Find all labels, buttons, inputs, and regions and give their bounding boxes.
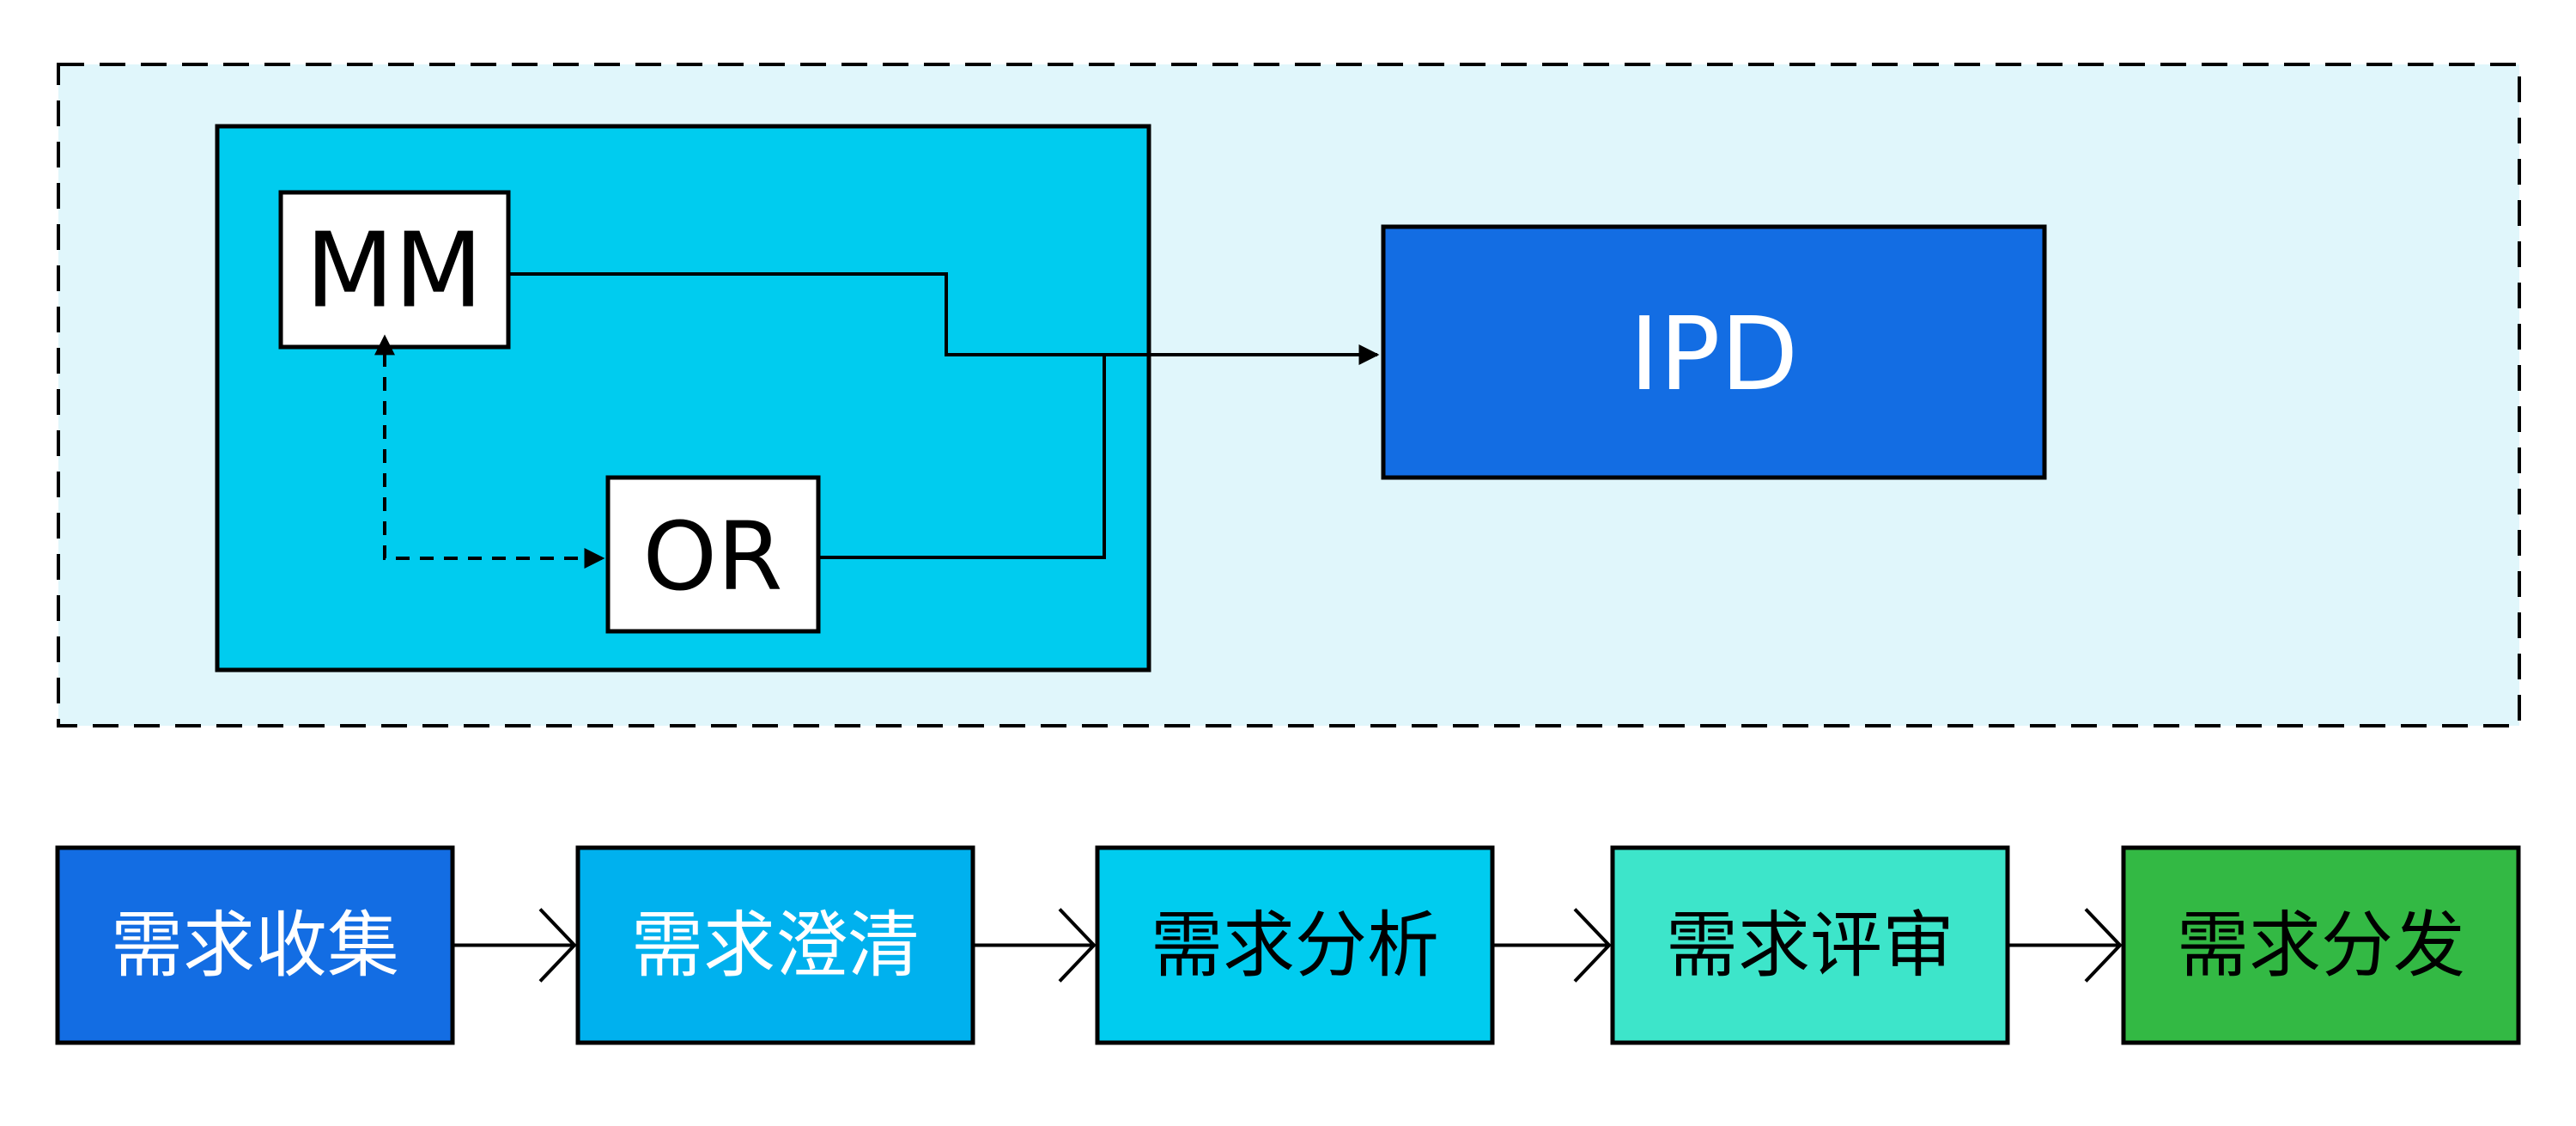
ipd-label: IPD bbox=[1630, 295, 1799, 413]
mm-label: MM bbox=[305, 212, 483, 332]
process-arrow-head bbox=[1573, 908, 1612, 983]
process-step-1: 需求收集 bbox=[55, 845, 455, 1045]
process-arrow-head bbox=[538, 908, 577, 983]
process-step-2: 需求澄清 bbox=[575, 845, 975, 1045]
process-step-box bbox=[575, 845, 975, 1045]
process-arrow-1 bbox=[453, 908, 577, 983]
process-step-box bbox=[55, 845, 455, 1045]
process-arrow-2 bbox=[973, 908, 1097, 983]
process-step-box bbox=[1095, 845, 1495, 1045]
process-chain: 需求收集 需求澄清 需求分析 需求评审 需求分发 bbox=[55, 845, 2521, 1045]
or-node: OR bbox=[605, 475, 821, 634]
process-step-5: 需求分发 bbox=[2121, 845, 2521, 1045]
or-box bbox=[605, 475, 821, 634]
or-to-ipd-connector bbox=[818, 355, 1106, 559]
process-step-label: 需求分析 bbox=[1151, 904, 1439, 988]
process-arrow-3 bbox=[1492, 908, 1612, 983]
process-arrow-head bbox=[2084, 908, 2123, 983]
process-arrow-head bbox=[1058, 908, 1097, 983]
mm-box bbox=[278, 190, 511, 350]
mm-to-ipd-connector bbox=[508, 272, 1380, 365]
process-arrow-4 bbox=[2008, 908, 2123, 983]
process-step-3: 需求分析 bbox=[1095, 845, 1495, 1045]
process-step-label: 需求分发 bbox=[2177, 904, 2465, 988]
process-step-label: 需求评审 bbox=[1666, 904, 1954, 988]
process-step-box bbox=[2121, 845, 2521, 1045]
ipd-box bbox=[1381, 224, 2047, 480]
ipd-node: IPD bbox=[1381, 224, 2047, 480]
mm-node: MM bbox=[278, 190, 511, 350]
process-step-label: 需求澄清 bbox=[631, 904, 920, 988]
process-step-4: 需求评审 bbox=[1610, 845, 2010, 1045]
or-label: OR bbox=[642, 502, 782, 612]
mm-or-dashed-connector bbox=[374, 334, 605, 569]
process-step-label: 需求收集 bbox=[111, 904, 399, 988]
